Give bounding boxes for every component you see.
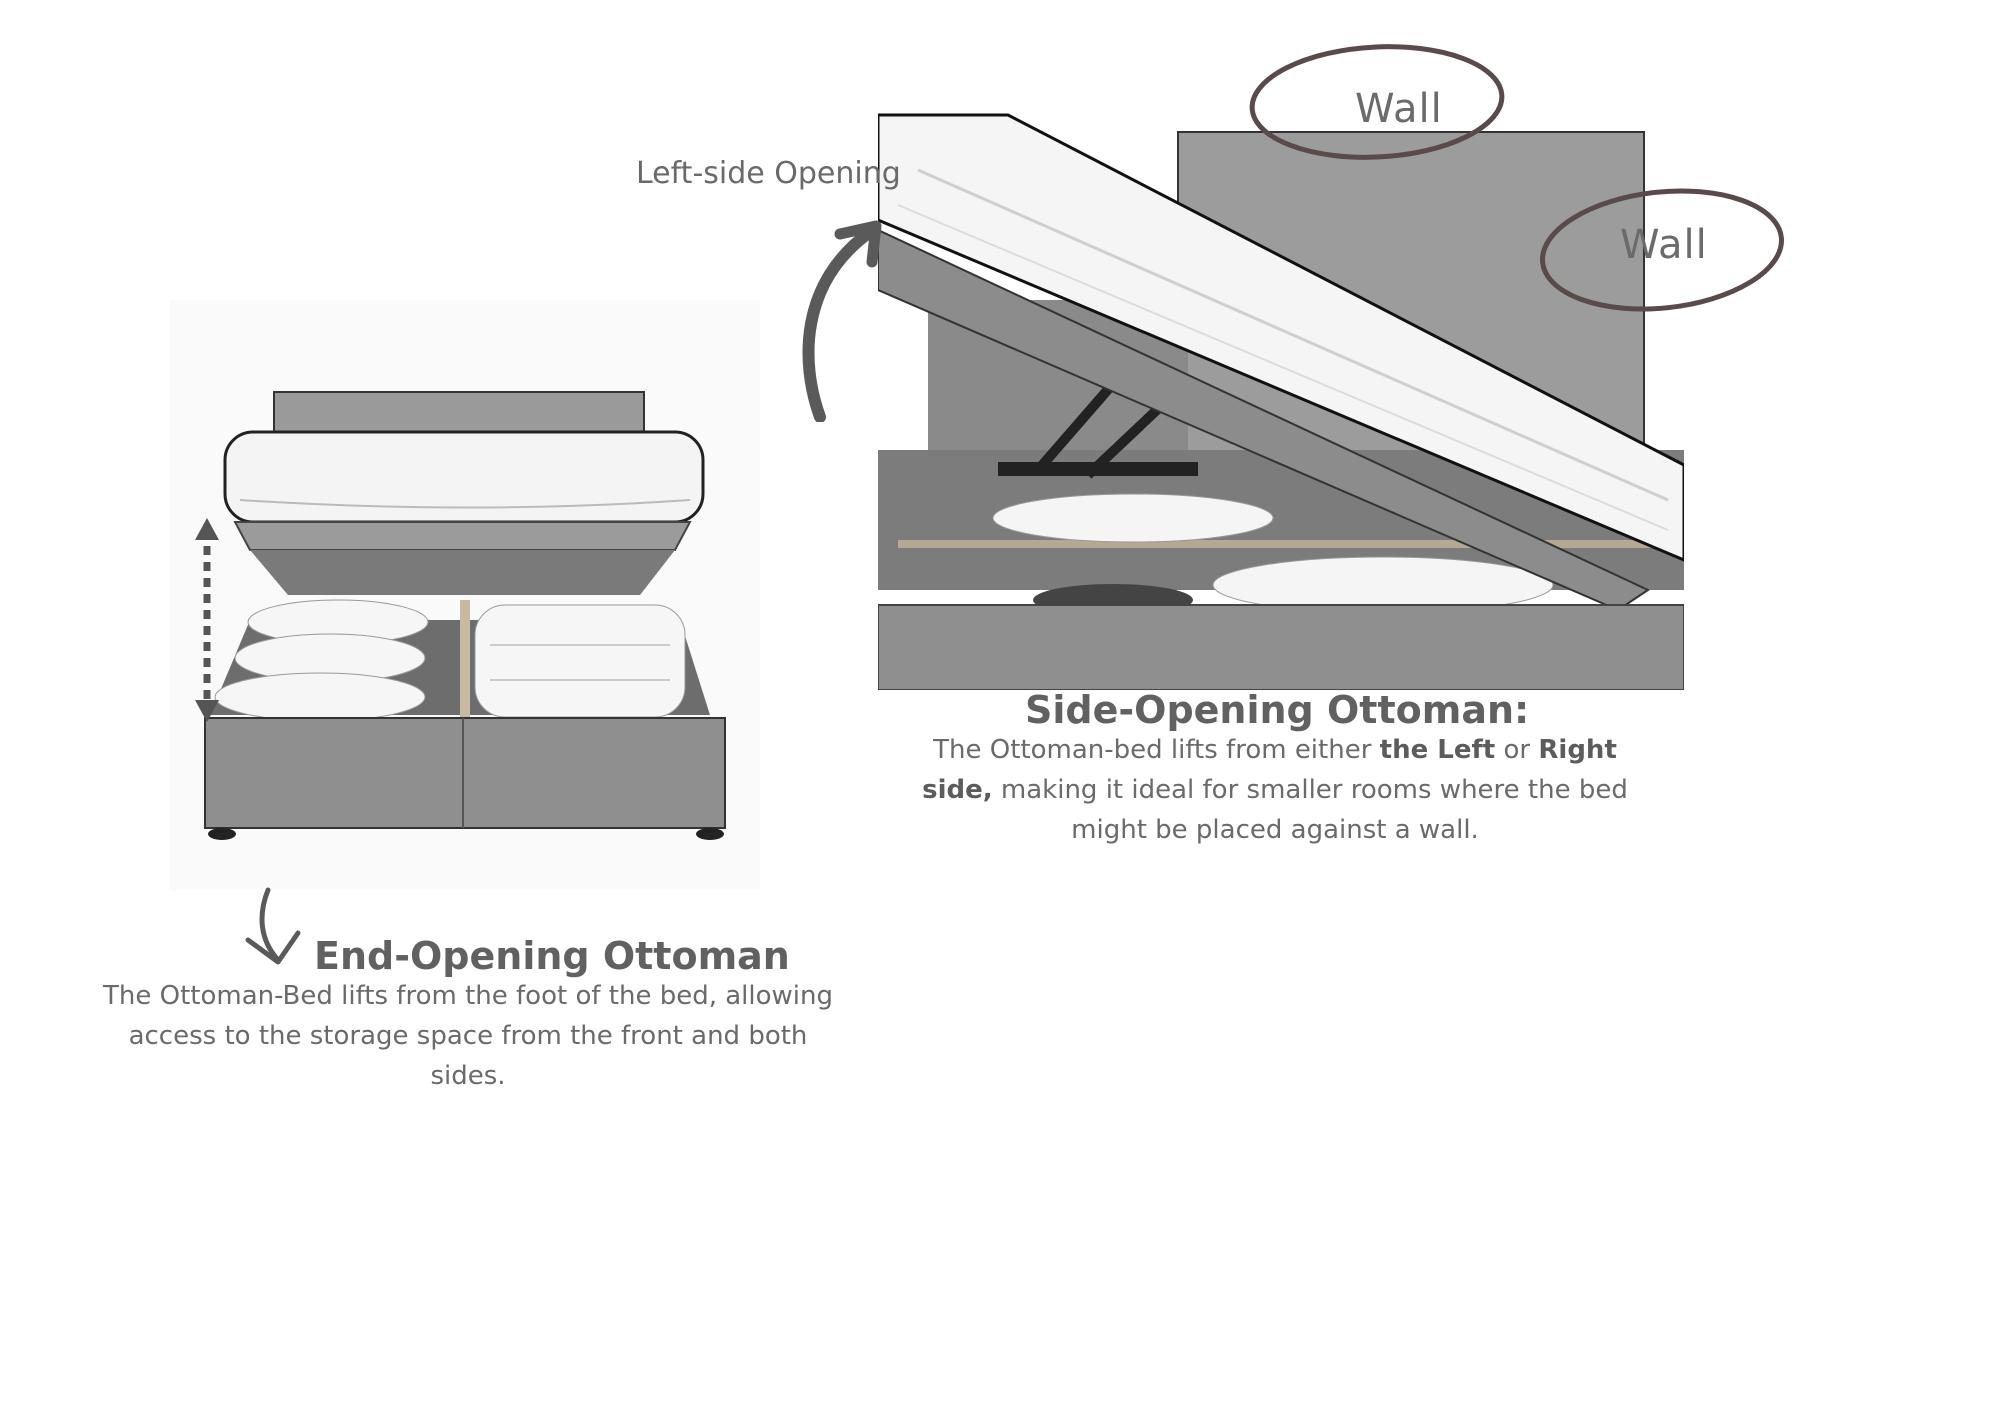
end-opening-description: The Ottoman-Bed lifts from the foot of t… — [102, 981, 833, 1091]
side-desc-rest: making it ideal for smaller rooms where … — [1000, 775, 1628, 845]
side-desc-prefix: The Ottoman-bed lifts from either — [933, 735, 1380, 765]
wall-ellipse-top — [1249, 44, 1505, 160]
side-opening-bed-illustration — [878, 110, 1684, 690]
side-opening-description: The Ottoman-bed lifts from either the Le… — [915, 730, 1635, 850]
left-side-opening-label: Left-side Opening — [636, 156, 901, 191]
side-opening-title: Side-Opening Ottoman: — [1025, 688, 1530, 732]
wall-label-right: Wall — [1620, 222, 1708, 268]
side-desc-right: Right side, — [922, 735, 1617, 805]
end-opening-title: End-Opening Ottoman — [314, 934, 790, 978]
side-desc-left: the Left — [1379, 735, 1496, 765]
curved-down-arrow-icon — [245, 887, 301, 965]
wall-ellipse-right — [1540, 188, 1784, 312]
end-opening-bed-illustration — [170, 300, 760, 890]
side-desc-or: or — [1495, 735, 1539, 765]
curved-up-arrow-icon — [802, 220, 882, 422]
wall-label-top: Wall — [1355, 86, 1443, 132]
